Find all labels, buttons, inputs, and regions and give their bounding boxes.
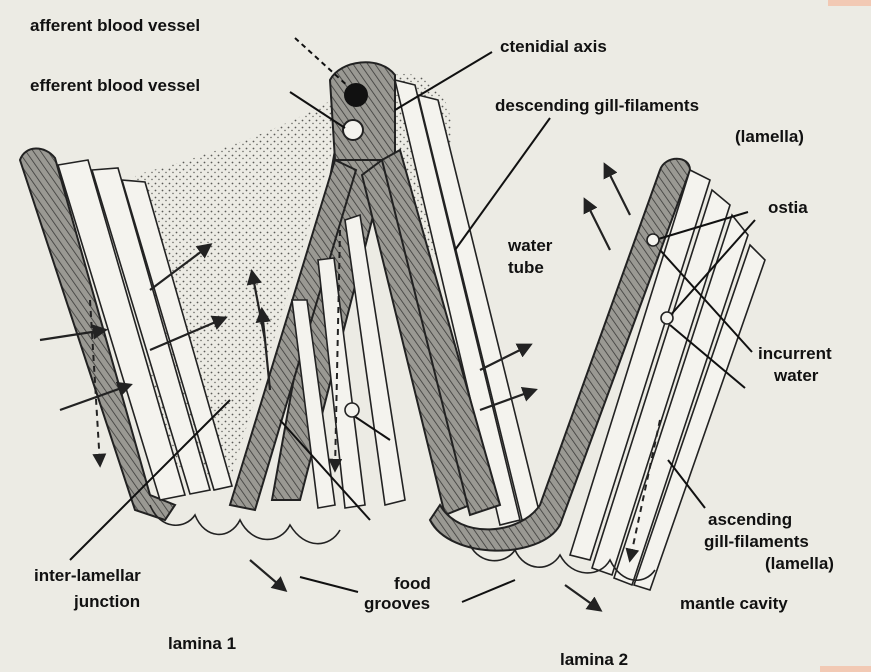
- label-ostia: ostia: [768, 198, 808, 217]
- leader-descending-filaments: [455, 118, 550, 250]
- afferent-vessel-circle: [344, 83, 368, 107]
- leader-food-grooves-2: [462, 580, 515, 602]
- ostium-2: [661, 312, 673, 324]
- label-mantle-cavity: mantle cavity: [680, 594, 788, 613]
- label-inter-lamellar: inter-lamellar: [34, 566, 141, 585]
- arrow-current-10: [585, 200, 610, 250]
- arrow-current-9: [605, 165, 630, 215]
- label-ascending-lamella: (lamella): [765, 554, 834, 573]
- label-lamina-1: lamina 1: [168, 634, 236, 653]
- label-ascending: ascending: [708, 510, 792, 529]
- arrow-food-groove-1: [250, 560, 285, 590]
- label-grooves: grooves: [364, 594, 430, 613]
- label-water-tube-line1: water: [508, 236, 552, 255]
- label-efferent-blood-vessel: efferent blood vessel: [30, 76, 200, 95]
- leader-afferent: [295, 38, 350, 88]
- label-descending-gill-filaments: descending gill-filaments: [495, 96, 699, 115]
- label-lamina-2: lamina 2: [560, 650, 628, 669]
- label-ascending-gill-filaments: gill-filaments: [704, 532, 809, 551]
- label-food: food: [394, 574, 431, 593]
- ostium-1: [647, 234, 659, 246]
- ctenidial-axis-body: [330, 62, 395, 160]
- leader-food-grooves-1: [300, 577, 358, 592]
- label-junction: junction: [74, 592, 140, 611]
- label-descending-lamella: (lamella): [735, 127, 804, 146]
- efferent-vessel-circle: [343, 120, 363, 140]
- arrow-food-groove-2: [565, 585, 600, 610]
- label-water-tube-line2: tube: [508, 258, 544, 277]
- label-ctenidial-axis: ctenidial axis: [500, 37, 607, 56]
- label-afferent-blood-vessel: afferent blood vessel: [30, 16, 200, 35]
- label-incurrent: incurrent: [758, 344, 832, 363]
- lamina-1-food-grooves: [150, 505, 340, 544]
- label-incurrent-water: water: [774, 366, 818, 385]
- ostium-3: [345, 403, 359, 417]
